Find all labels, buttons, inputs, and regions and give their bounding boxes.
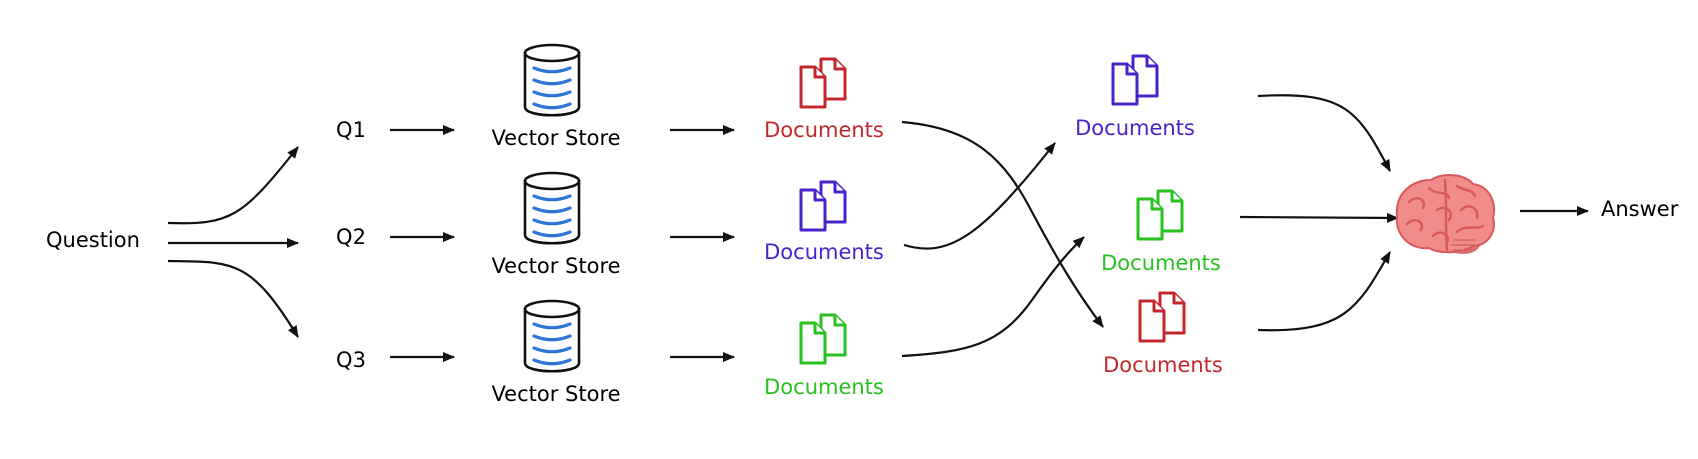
vector-store-label: Vector Store xyxy=(491,382,621,406)
vector-store-label: Vector Store xyxy=(491,254,621,278)
documents-icon xyxy=(799,57,847,109)
arrow-rank3-to-llm xyxy=(1257,251,1391,332)
documents-label: Documents xyxy=(1101,251,1221,275)
brain-icon xyxy=(1395,174,1495,254)
documents-icon xyxy=(1138,291,1186,343)
vector-store-label: Vector Store xyxy=(491,126,621,150)
documents-label: Documents xyxy=(1103,353,1223,377)
arrow-red-docs-to-rank3 xyxy=(901,120,1104,328)
q1-label: Q1 xyxy=(336,118,366,142)
documents-icon xyxy=(1136,189,1184,241)
arrow-question-to-q3 xyxy=(167,259,299,338)
database-icon xyxy=(523,43,581,117)
arrow-purple-docs-to-rank1 xyxy=(903,142,1056,250)
arrow-question-to-q1 xyxy=(167,146,299,225)
answer-label: Answer xyxy=(1601,197,1679,221)
documents-label: Documents xyxy=(764,375,884,399)
documents-icon xyxy=(799,313,847,365)
database-icon xyxy=(523,171,581,245)
question-label: Question xyxy=(46,228,140,252)
arrow-rank2-to-llm xyxy=(1239,212,1399,223)
database-icon xyxy=(523,299,581,373)
documents-label: Documents xyxy=(764,240,884,264)
documents-label: Documents xyxy=(1075,116,1195,140)
arrow-green-docs-to-rank2 xyxy=(901,236,1085,358)
documents-icon xyxy=(799,180,847,232)
q2-label: Q2 xyxy=(336,225,366,249)
q3-label: Q3 xyxy=(336,348,366,372)
documents-label: Documents xyxy=(764,118,884,142)
documents-icon xyxy=(1111,54,1159,106)
arrow-rank1-to-llm xyxy=(1257,94,1391,172)
